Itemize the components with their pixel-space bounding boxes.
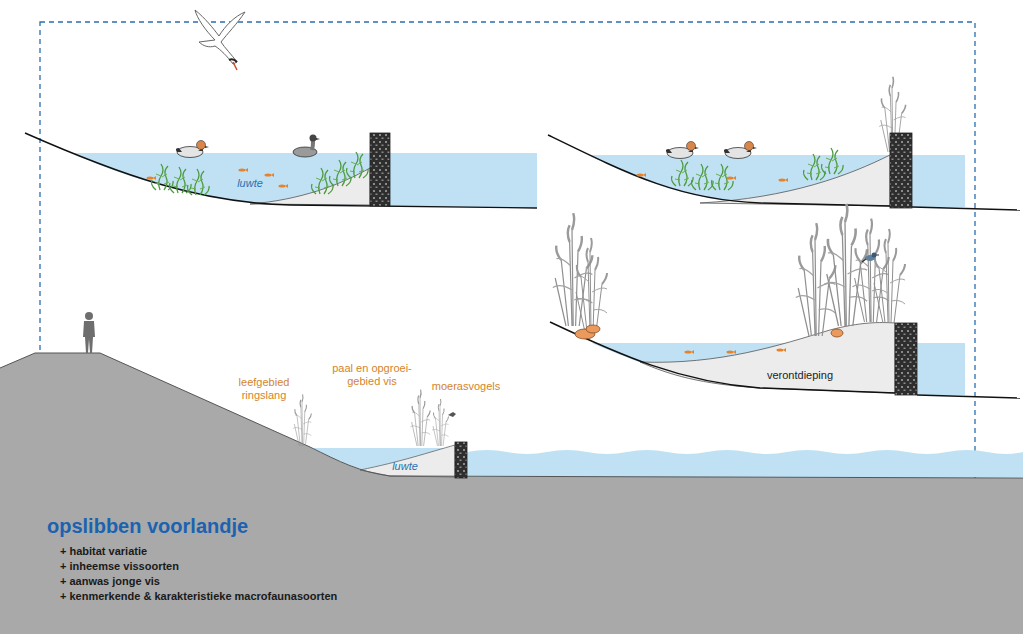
water-label: luwte — [380, 460, 430, 473]
habitat-label: leefgebied ringslang — [228, 376, 300, 401]
water-label: luwte — [225, 177, 275, 190]
diagram-title: opslibben voorlandje — [47, 515, 248, 538]
benefit-item: + aanwas jonge vis — [60, 575, 480, 588]
benefit-item: + kenmerkende & karakteristieke macrofau… — [60, 590, 480, 603]
section-label: verontdieping — [745, 369, 855, 382]
benefit-item: + habitat variatie — [60, 545, 480, 558]
benefit-item: + inheemse vissoorten — [60, 560, 480, 573]
habitat-label: paal en opgroei- gebied vis — [326, 362, 418, 387]
habitat-label: moerasvogels — [426, 380, 506, 393]
